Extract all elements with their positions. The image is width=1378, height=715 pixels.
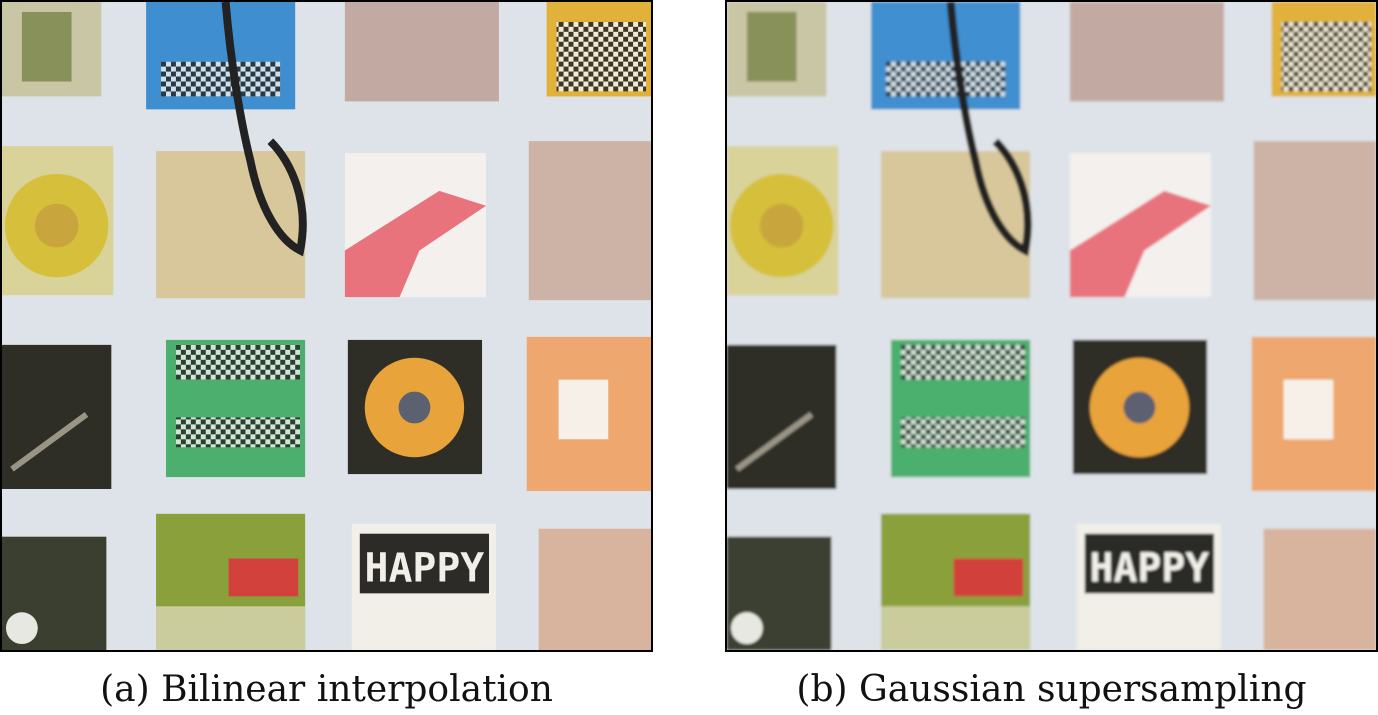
tile-r1c3	[344, 2, 499, 102]
tile-r2c4	[528, 141, 651, 301]
tile-r4c4	[538, 528, 651, 650]
caption-bilinear: (a) Bilinear interpolation	[100, 669, 553, 710]
panel-bilinear: HAPPY	[0, 0, 653, 652]
panel-gaussian: HAPPY	[725, 0, 1378, 652]
bilinear-image: HAPPY	[2, 2, 651, 650]
happy-text-b: HAPPY	[1090, 545, 1210, 591]
tile-r2c2	[156, 151, 306, 299]
caption-gaussian: (b) Gaussian supersampling	[796, 669, 1307, 710]
happy-text: HAPPY	[365, 545, 485, 591]
gaussian-image: HAPPY	[727, 2, 1376, 650]
